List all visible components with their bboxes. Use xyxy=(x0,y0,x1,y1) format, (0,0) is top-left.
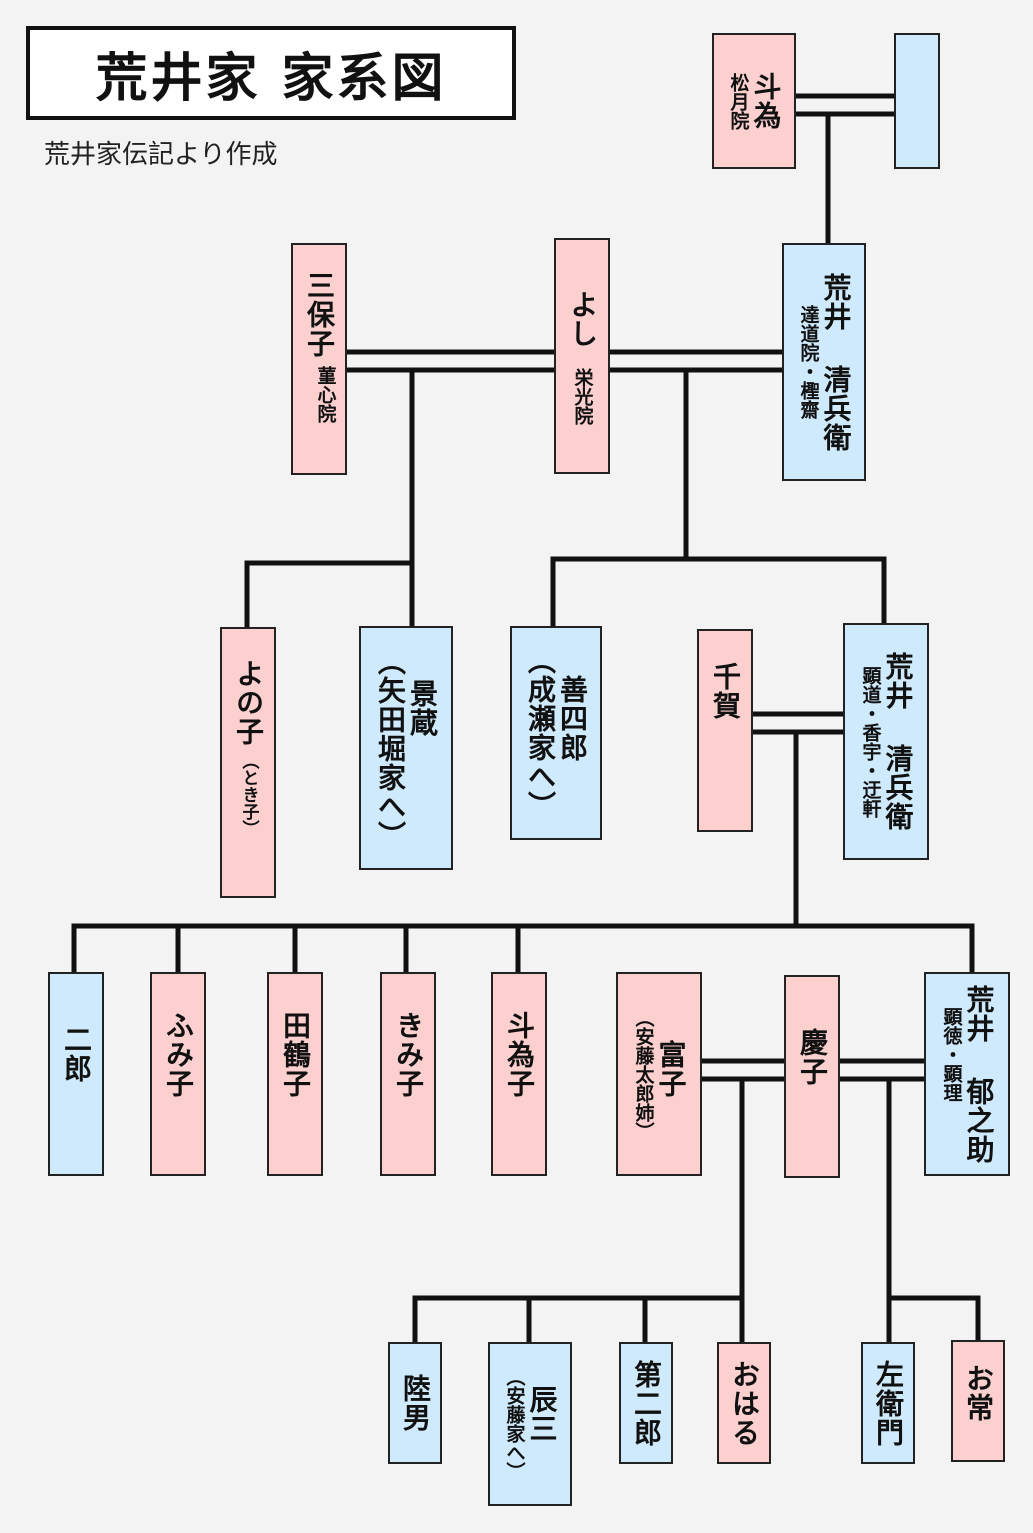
person-name: ふみ子 xyxy=(162,1010,195,1098)
person-note: （成瀬家へ） xyxy=(524,646,557,820)
person-mihoko[interactable]: 三保子 菫心院 xyxy=(291,243,347,475)
person-name: 荒井 清兵衛 xyxy=(819,272,853,452)
person-saemon[interactable]: 左衛門 xyxy=(861,1342,915,1464)
person-tome[interactable]: 斗為 松月院 xyxy=(712,33,796,169)
person-kagezo[interactable]: 景蔵 （矢田堀家へ） xyxy=(359,626,453,870)
person-title: 達道院・檉齋 xyxy=(797,305,820,419)
person-note: （安藤太郎姉） xyxy=(632,1007,655,1141)
person-title: 顕道・香宇・迂軒 xyxy=(859,665,882,818)
person-keiko[interactable]: 慶子 xyxy=(784,975,840,1178)
person-tatsuzo[interactable]: 辰三 （安藤家へ） xyxy=(488,1342,572,1506)
person-note: （とき子） xyxy=(238,752,259,837)
person-dainijiro[interactable]: 第二郎 xyxy=(619,1342,673,1464)
person-unknown-husband[interactable] xyxy=(894,33,940,169)
person-tomeko[interactable]: 斗為子 xyxy=(491,972,547,1176)
person-name: お常 xyxy=(962,1364,995,1422)
person-ikunosuke[interactable]: 荒井 郁之助 顕徳・顕理 xyxy=(924,972,1010,1176)
person-chiga[interactable]: 千賀 xyxy=(697,629,753,832)
person-name: 千賀 xyxy=(709,661,742,720)
person-name: 慶子 xyxy=(796,1027,829,1086)
person-name: 富子 xyxy=(654,1040,688,1098)
person-tazuko[interactable]: 田鶴子 xyxy=(267,972,323,1176)
person-name: きみ子 xyxy=(392,1010,425,1098)
person-zenshiro[interactable]: 善四郎 （成瀬家へ） xyxy=(510,626,602,840)
person-name: 斗為子 xyxy=(503,1010,536,1098)
person-title: 顕徳・顕理 xyxy=(940,1006,963,1102)
person-name: 景蔵 xyxy=(406,679,439,737)
person-title: 菫心院 xyxy=(314,366,337,423)
person-name: 陸男 xyxy=(399,1374,432,1432)
person-seibei-2[interactable]: 荒井 清兵衛 顕道・香宇・迂軒 xyxy=(843,623,929,860)
person-mutsuo[interactable]: 陸男 xyxy=(388,1342,442,1464)
person-otsune[interactable]: お常 xyxy=(951,1340,1005,1462)
person-note: （安藤家へ） xyxy=(503,1367,526,1481)
person-yoshi[interactable]: よし 栄光院 xyxy=(554,238,610,474)
person-fumiko[interactable]: ふみ子 xyxy=(150,972,206,1176)
person-name: よの子 xyxy=(232,659,265,746)
person-name: 辰三 xyxy=(525,1385,559,1443)
person-title: 松月院 xyxy=(727,72,750,130)
person-name: 荒井 郁之助 xyxy=(962,984,996,1164)
person-name: よし xyxy=(566,290,599,348)
person-name: 第二郎 xyxy=(630,1359,663,1447)
person-name: 三保子 xyxy=(303,271,336,358)
person-note: （矢田堀家へ） xyxy=(374,646,407,850)
person-name: 善四郎 xyxy=(556,674,589,762)
person-tomiko[interactable]: 富子 （安藤太郎姉） xyxy=(616,972,702,1176)
person-name: 田鶴子 xyxy=(279,1010,312,1098)
person-title: 栄光院 xyxy=(571,368,594,425)
page-title: 荒井家 家系図 xyxy=(26,26,516,120)
person-oharu[interactable]: おはる xyxy=(717,1342,771,1464)
source-note: 荒井家伝記より作成 xyxy=(44,140,278,170)
person-yonoko[interactable]: よの子 （とき子） xyxy=(220,627,276,898)
person-seibei-1[interactable]: 荒井 清兵衛 達道院・檉齋 xyxy=(782,243,866,481)
person-name: 斗為 xyxy=(749,72,783,130)
person-jiro[interactable]: 二郎 xyxy=(48,972,104,1176)
person-name: 左衛門 xyxy=(872,1359,905,1447)
person-name: 二郎 xyxy=(60,1025,93,1083)
person-name: 荒井 清兵衛 xyxy=(881,652,915,831)
person-name: おはる xyxy=(728,1359,761,1447)
person-kimiko[interactable]: きみ子 xyxy=(380,972,436,1176)
